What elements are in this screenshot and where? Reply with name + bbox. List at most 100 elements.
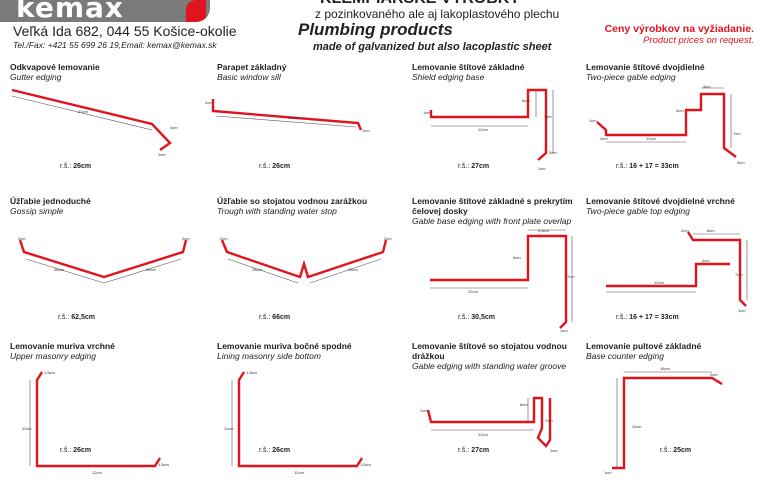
profile-line xyxy=(18,239,188,279)
dimension-label: 3,5cm xyxy=(538,228,550,233)
dimension-label: 7cm xyxy=(735,272,743,277)
profile-line xyxy=(686,231,747,307)
product-name-sk: Lemovanie štítové dvojdielné vrchné xyxy=(586,196,735,206)
product-name-en: Base counter edging xyxy=(586,351,664,361)
profile-trough-water-stop: 2cm 28cm 28cm 2cm xyxy=(220,236,392,284)
product-name-sk: Úžľabie so stojatou vodnou zarážkou xyxy=(217,196,368,206)
dimension-label: 11cm xyxy=(22,426,32,431)
product-name-sk: Lemovanie štítové základné xyxy=(412,62,525,72)
rs-label: r.š.: 16 + 17 = 33cm xyxy=(616,314,679,321)
dimension-label: 3cm xyxy=(549,150,557,155)
address: Veľká Ida 682, 044 55 Košice-okolie xyxy=(13,23,237,39)
product-name-en: Shield edging base xyxy=(412,72,485,82)
product-name-en: Upper masonry edging xyxy=(10,351,96,361)
dimension-label: 1,5cm xyxy=(246,370,258,375)
product-name-en: Gossip simple xyxy=(10,206,64,216)
dimension-label: 4cm xyxy=(703,84,711,89)
dimension-label: 12cm xyxy=(646,136,656,141)
dimension-label: 2cm xyxy=(384,236,392,241)
rs-label: r.š.: 26cm xyxy=(60,447,92,454)
product-name-sk: Úžľabie jednoduché xyxy=(10,196,91,206)
dimension-label: 1cm xyxy=(550,448,558,453)
product-name-sk: Lemovanie štítové so stojatou vodnou drá… xyxy=(412,341,567,361)
rs-label: r.š.: 66cm xyxy=(259,314,291,321)
dimension-label: 12cm xyxy=(294,470,304,475)
product-name-en: Gable edging with standing water groove xyxy=(412,361,567,371)
dimension-label: 2cm xyxy=(710,372,718,377)
rs-label: r.š.: 16 + 17 = 33cm xyxy=(616,163,679,170)
dimension-label: 3cm xyxy=(737,160,745,165)
profile-line xyxy=(237,371,364,468)
profile-line xyxy=(606,262,730,288)
dimension-label: 1cm xyxy=(604,470,612,475)
dimension-label: 28cm xyxy=(146,267,156,272)
profile-line xyxy=(211,99,363,131)
product-card-lining-masonry: Lemovanie muriva bočné spodné Lining mas… xyxy=(217,341,407,361)
product-card-shield-edging: Lemovanie štítové základné Shield edging… xyxy=(412,62,602,82)
dimension-label: 12cm xyxy=(478,127,488,132)
product-name-sk: Lemovanie muriva bočné spodné xyxy=(217,341,352,351)
rs-label: r.š.: 62,5cm xyxy=(58,314,95,321)
dimension-label: 12cm xyxy=(654,280,664,285)
profile-line xyxy=(429,88,548,161)
dimension-label: 2cm xyxy=(220,236,228,241)
dimension-label: 3cm xyxy=(676,108,684,113)
dimension-label: 7cm xyxy=(544,114,552,119)
product-name-en: Two-piece gable top edging xyxy=(586,206,690,216)
product-name-en: Gutter edging xyxy=(10,72,62,82)
profile-lining-masonry: 1,5cm 11cm 12cm 1,5cm xyxy=(224,370,372,475)
profile-gable-top: 2cm 8cm 4cm 12cm 7cm 1cm xyxy=(606,228,748,313)
dimension-label: 1cm xyxy=(362,128,370,133)
rs-label: r.š.: 30,5cm xyxy=(458,314,495,321)
product-card-upper-masonry: Lemovanie muriva vrchné Upper masonry ed… xyxy=(10,341,200,361)
dimension-label: 6cm xyxy=(520,402,528,407)
logo-mark-icon xyxy=(186,0,206,22)
profile-line xyxy=(11,88,172,151)
contact-line: Tel./Fax: +421 55 699 26 19,Email: kemax… xyxy=(13,40,217,50)
product-card-gutter-edging: Odkvapové lemovanie Gutter edging xyxy=(10,62,200,82)
dimension-label: 7cm xyxy=(733,131,741,136)
dimension-label: 8cm xyxy=(707,228,715,233)
profile-line xyxy=(430,234,568,329)
dimension-label: 4cm xyxy=(702,258,710,263)
profile-base-counter: 16cm 2cm 11cm 1cm xyxy=(604,366,723,475)
dimension-label: 2cm xyxy=(681,228,689,233)
profile-two-piece-gable: 1cm 3cm 12cm 4cm 3cm 7cm 3cm xyxy=(589,84,745,165)
subtitle-sk: z pozinkovaného ale aj lakoplastového pl… xyxy=(315,7,560,21)
dimension-line xyxy=(309,258,382,284)
rs-label: r.š.: 26cm xyxy=(259,163,291,170)
rs-label: r.š.: 27cm xyxy=(458,447,490,454)
price-note-en: Product prices on request. xyxy=(643,35,754,46)
profile-line xyxy=(220,239,388,279)
logo: kemax xyxy=(0,0,210,22)
profile-line xyxy=(426,396,552,448)
price-note-sk: Ceny výrobkov na vyžiadanie. xyxy=(604,23,754,35)
logo-text: kemax xyxy=(16,0,124,22)
dimension-label: 1,5cm xyxy=(360,462,372,467)
profile-line xyxy=(612,376,723,470)
dimension-label: 12cm xyxy=(468,289,478,294)
product-name-sk: Lemovanie pultové základné xyxy=(586,341,702,351)
product-card-gable-overlap: Lemovanie štítové základné s prekrytím č… xyxy=(412,196,577,226)
header-top-title: KLEMPIARSKE VÝROBKY xyxy=(320,0,520,8)
product-name-en: Lining masonry side bottom xyxy=(217,351,321,361)
profile-gable-overlap: 3,5cm 6cm 12cm 7cm 1cm xyxy=(430,228,575,333)
rs-label: r.š.: 25cm xyxy=(660,447,692,454)
profile-line xyxy=(35,371,162,468)
profile-upper-masonry: 1,5cm 11cm 12cm 1,5cm xyxy=(22,370,170,475)
dimension-label: 11cm xyxy=(632,424,642,429)
dimension-label: 28cm xyxy=(348,267,358,272)
dimension-label: 2cm xyxy=(182,236,190,241)
dimension-line xyxy=(103,258,182,284)
product-name-en: Two-piece gable edging xyxy=(586,72,676,82)
subtitle-en: made of galvanized but also lacoplastic … xyxy=(313,41,552,53)
dimension-label: 28cm xyxy=(252,267,262,272)
dimension-label: 12cm xyxy=(92,470,102,475)
dimension-label: 4cm xyxy=(170,125,178,130)
page-title: Plumbing products xyxy=(298,20,453,39)
product-card-gable-groove: Lemovanie štítové so stojatou vodnou drá… xyxy=(412,341,580,371)
profile-gutter-edging: 21cm 4cm 1cm xyxy=(11,88,178,157)
dimension-line xyxy=(25,258,105,284)
dimension-label: 6cm xyxy=(522,98,530,103)
